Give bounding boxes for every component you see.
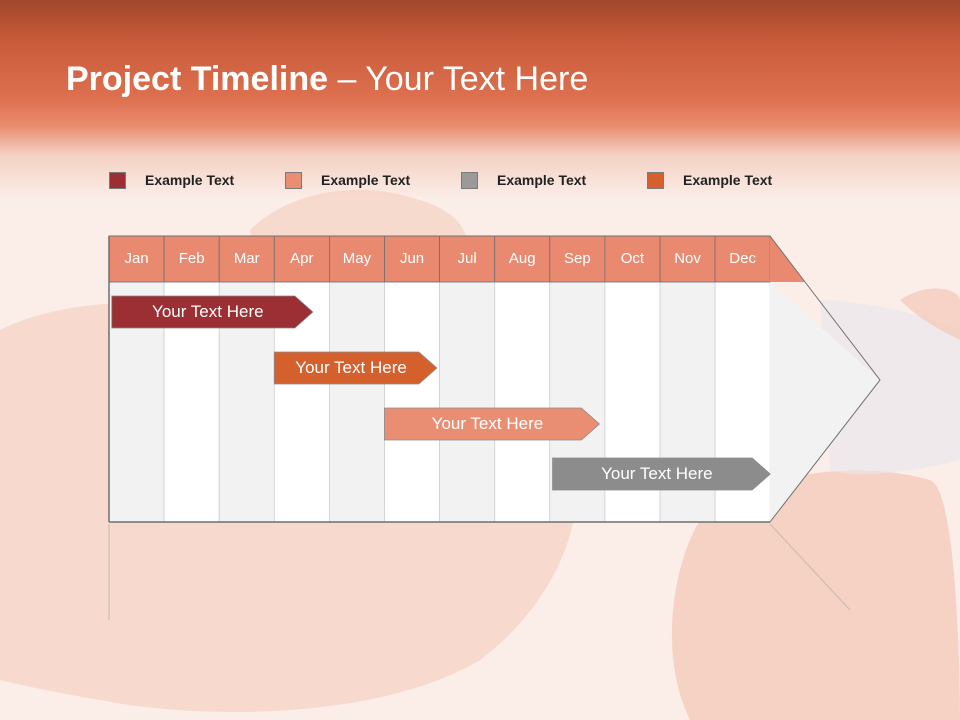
- legend-label-3: Example Text: [497, 172, 587, 188]
- month-header-sep: [549, 235, 606, 283]
- legend-item-4: Example Text: [647, 170, 772, 190]
- month-label-dec: Dec: [729, 250, 756, 267]
- month-label-may: May: [342, 250, 372, 267]
- task-label-3: Your Text Here: [431, 414, 544, 433]
- title-bold: Project Timeline: [66, 60, 329, 98]
- month-column-jul: [439, 281, 496, 523]
- title-regular: – Your Text Here: [328, 60, 589, 98]
- legend-swatch-4: [647, 171, 664, 189]
- task-arrows: [111, 295, 771, 491]
- month-header-dec: [714, 235, 771, 283]
- timeline-reflection: [108, 523, 851, 620]
- legend-swatch-3: [461, 171, 478, 189]
- legend-item-3: Example Text: [461, 170, 586, 190]
- header-band: [0, 0, 960, 200]
- legend-swatch-2: [285, 171, 302, 189]
- month-label-jun: Jun: [399, 250, 425, 267]
- legend-swatch-1: [109, 171, 126, 189]
- month-header-aug: [494, 235, 551, 283]
- timeline-frame: [108, 235, 770, 523]
- task-label-4: Your Text Here: [601, 464, 713, 483]
- month-label-sep: Sep: [563, 250, 591, 267]
- task-arrow-1: [111, 295, 314, 329]
- legend-item-2: Example Text: [285, 170, 410, 190]
- month-label-oct: Oct: [620, 250, 645, 267]
- month-label-jul: Jul: [457, 250, 477, 267]
- legend-item-1: Example Text: [109, 170, 234, 190]
- month-header-oct: [604, 235, 661, 283]
- month-label-apr: Apr: [290, 250, 314, 267]
- month-label-jan: Jan: [124, 250, 149, 267]
- legend-label-2: Example Text: [321, 172, 411, 188]
- month-header-jul: [439, 235, 496, 283]
- legend-label-1: Example Text: [145, 172, 235, 188]
- month-column-jun: [384, 281, 440, 523]
- month-label-aug: Aug: [508, 250, 536, 267]
- month-label-nov: Nov: [674, 250, 701, 267]
- task-arrow-3: [384, 407, 600, 441]
- timeline-arrow: [769, 235, 881, 523]
- slide-title: Project Timeline – Your Text Here: [66, 60, 588, 99]
- month-header-jun: [384, 235, 440, 283]
- month-label-mar: Mar: [233, 250, 260, 267]
- month-header-apr: [273, 235, 330, 283]
- month-label-feb: Feb: [178, 250, 205, 267]
- month-column-aug: [494, 281, 551, 523]
- task-label-1: Your Text Here: [152, 302, 264, 321]
- task-arrow-4: [552, 457, 771, 491]
- task-arrow-2: [273, 351, 438, 385]
- legend-label-4: Example Text: [683, 172, 773, 188]
- month-header-nov: [659, 235, 716, 283]
- month-header-may: [328, 235, 385, 283]
- month-column-may: [328, 281, 385, 523]
- task-label-2: Your Text Here: [295, 358, 407, 377]
